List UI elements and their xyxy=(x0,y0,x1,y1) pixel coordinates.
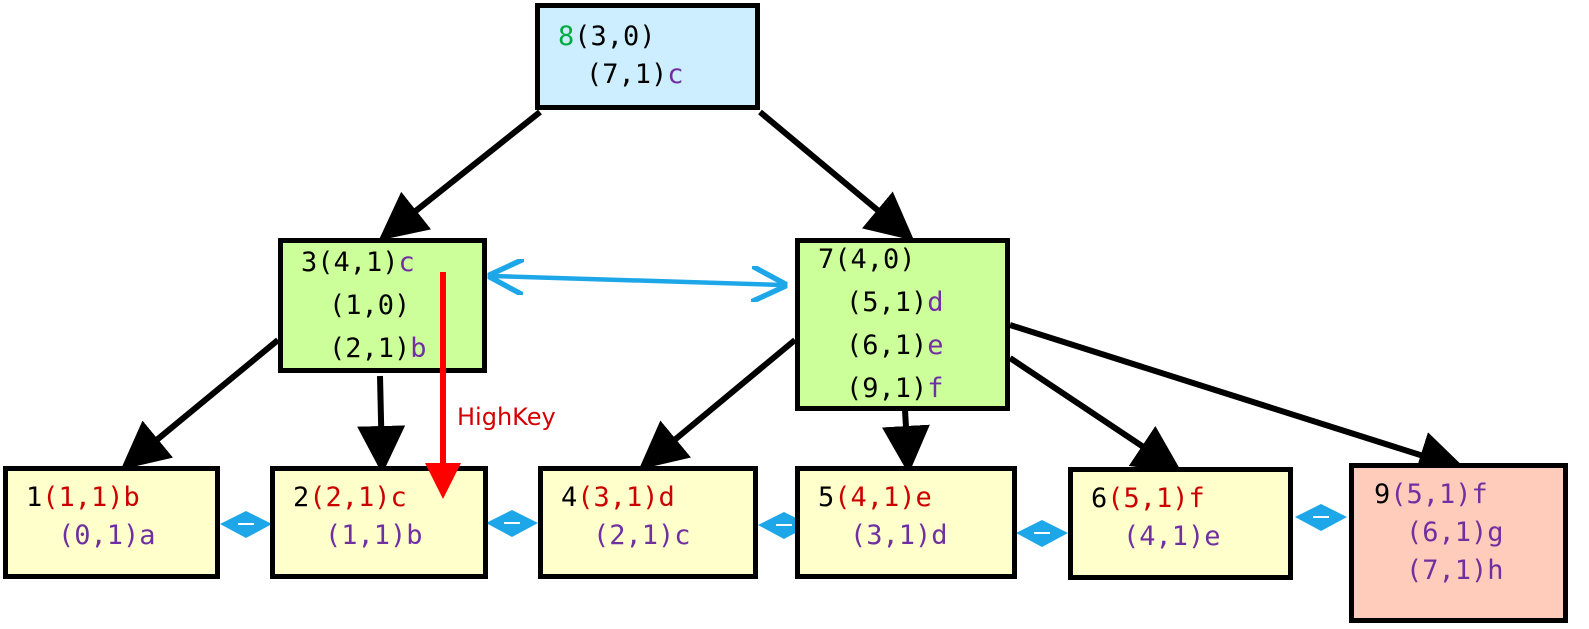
node-id: 6 xyxy=(1091,483,1108,514)
leaf-node-4: 4(3,1)d (2,1)c xyxy=(538,466,758,579)
leaf-link-6-9 xyxy=(1295,504,1347,531)
entry-tuple: (2,1) xyxy=(309,482,391,513)
edge-7-to-5 xyxy=(881,409,930,474)
entry-key: f xyxy=(1188,483,1205,514)
node-2-entry-1: 2(2,1)c xyxy=(293,483,407,513)
node-8-entry-1: 8(3,0) xyxy=(558,22,656,52)
entry-key: e xyxy=(915,482,932,513)
edge-3-to-2 xyxy=(357,375,406,474)
entry-tuple: (7,1) xyxy=(586,59,668,90)
entry-tuple: (3,0) xyxy=(574,21,656,52)
edge-8-to-7 xyxy=(758,109,915,241)
entry-tuple: (1,1) xyxy=(325,520,407,551)
edge-7-to-6 xyxy=(1008,355,1182,473)
entry-tuple: (6,1) xyxy=(846,330,928,361)
entry-tuple: (9,1) xyxy=(846,373,928,404)
leaf-link-2-4 xyxy=(486,510,538,537)
entry-key: c xyxy=(674,520,691,551)
node-9-entry-2: (6,1)g xyxy=(1406,518,1504,548)
entry-tuple: (5,1) xyxy=(1390,479,1472,510)
edge-7-to-9 xyxy=(1009,322,1467,479)
entry-key: e xyxy=(1204,521,1221,552)
edge-7-to-4 xyxy=(638,337,797,470)
node-7-entry-4: (9,1)f xyxy=(846,374,944,404)
node-id: 3 xyxy=(301,247,318,278)
node-4-entry-2: (2,1)c xyxy=(593,521,691,551)
entry-tuple: (5,1) xyxy=(1107,483,1189,514)
entry-tuple: (4,1) xyxy=(317,247,399,278)
node-9-entry-1: 9(5,1)f xyxy=(1374,480,1488,510)
entry-key: c xyxy=(390,482,407,513)
leaf-node-9-new: 9(5,1)f (6,1)g (7,1)h xyxy=(1349,463,1568,623)
entry-key: h xyxy=(1487,555,1504,586)
entry-key: a xyxy=(139,520,156,551)
node-5-entry-1: 5(4,1)e xyxy=(818,483,932,513)
entry-tuple: (2,1) xyxy=(593,520,675,551)
entry-key: f xyxy=(927,373,944,404)
highkey-label: HighKey xyxy=(457,403,556,431)
leaf-node-6: 6(5,1)f (4,1)e xyxy=(1068,467,1293,580)
entry-tuple: (3,1) xyxy=(577,482,659,513)
entry-tuple: (4,0) xyxy=(834,244,916,275)
entry-key: e xyxy=(927,330,944,361)
node-4-entry-1: 4(3,1)d xyxy=(561,483,675,513)
entry-tuple: (4,1) xyxy=(834,482,916,513)
entry-tuple: (0,1) xyxy=(58,520,140,551)
leaf-node-1: 1(1,1)b (0,1)a xyxy=(3,466,220,579)
node-6-entry-1: 6(5,1)f xyxy=(1091,484,1205,514)
entry-key: b xyxy=(406,520,423,551)
entry-key: d xyxy=(927,287,944,318)
node-5-entry-2: (3,1)d xyxy=(850,521,948,551)
node-1-entry-2: (0,1)a xyxy=(58,521,156,551)
entry-key: b xyxy=(410,333,427,364)
internal-node-7: 7(4,0) (5,1)d (6,1)e (9,1)f xyxy=(795,238,1010,411)
node-7-entry-3: (6,1)e xyxy=(846,331,944,361)
entry-tuple: (1,1) xyxy=(42,482,124,513)
entry-key: c xyxy=(667,59,684,90)
node-id: 2 xyxy=(293,482,310,513)
node-id: 9 xyxy=(1374,479,1391,510)
entry-key: b xyxy=(123,482,140,513)
entry-tuple: (4,1) xyxy=(1123,521,1205,552)
entry-tuple: (6,1) xyxy=(1406,517,1488,548)
node-9-entry-3: (7,1)h xyxy=(1406,556,1504,586)
entry-tuple: (1,0) xyxy=(329,290,411,321)
entry-tuple: (7,1) xyxy=(1406,555,1488,586)
leaf-link-1-2 xyxy=(220,511,272,538)
edge-3-to-1 xyxy=(120,337,280,470)
leaf-node-2: 2(2,1)c (1,1)b xyxy=(270,466,488,579)
node-id: 4 xyxy=(561,482,578,513)
node-id: 5 xyxy=(818,482,835,513)
node-8-entry-2: (7,1)c xyxy=(586,60,684,90)
node-id: 7 xyxy=(818,244,835,275)
node-3-entry-1: 3(4,1)c xyxy=(301,248,415,278)
internal-node-3: 3(4,1)c (1,0) (2,1)b xyxy=(278,238,487,373)
node-3-entry-2: (1,0) xyxy=(329,291,410,321)
node-7-entry-1: 7(4,0) xyxy=(818,245,916,275)
entry-tuple: (3,1) xyxy=(850,520,932,551)
entry-key: d xyxy=(658,482,675,513)
node-2-entry-2: (1,1)b xyxy=(325,521,423,551)
node-7-entry-2: (5,1)d xyxy=(846,288,944,318)
node-1-entry-1: 1(1,1)b xyxy=(26,483,140,513)
root-node-8: 8(3,0) (7,1)c xyxy=(535,3,760,110)
node-id: 1 xyxy=(26,482,43,513)
edge-8-to-3 xyxy=(378,109,542,241)
sibling-link-3-7 xyxy=(492,276,783,285)
leaf-node-5: 5(4,1)e (3,1)d xyxy=(795,466,1017,579)
node-id: 8 xyxy=(558,21,575,52)
node-6-entry-2: (4,1)e xyxy=(1123,522,1221,552)
entry-key: f xyxy=(1471,479,1488,510)
entry-key: c xyxy=(398,247,415,278)
node-3-entry-3: (2,1)b xyxy=(329,334,427,364)
entry-tuple: (2,1) xyxy=(329,333,411,364)
leaf-link-5-6 xyxy=(1016,520,1068,547)
entry-key: g xyxy=(1487,517,1504,548)
entry-tuple: (5,1) xyxy=(846,287,928,318)
entry-key: d xyxy=(931,520,948,551)
